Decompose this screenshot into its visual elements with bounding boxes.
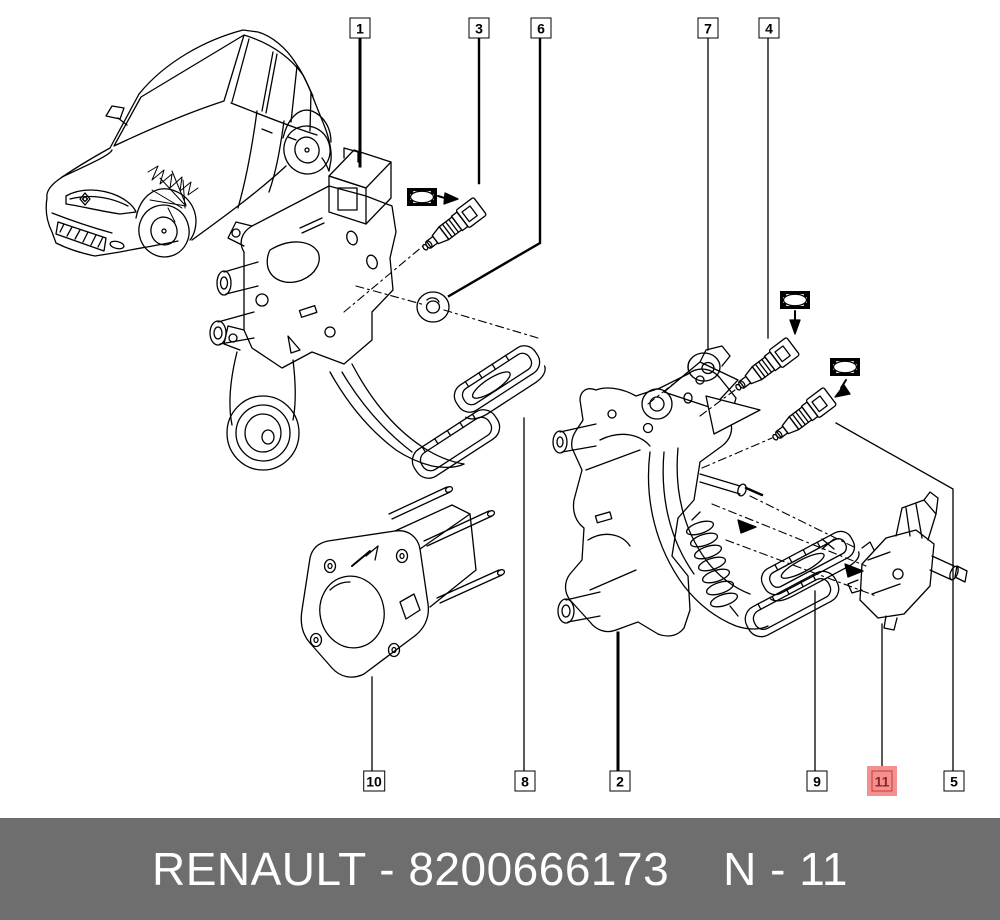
clip-icon-4 bbox=[779, 290, 811, 310]
clutch-switch-3 bbox=[416, 196, 488, 258]
clip-icon-5 bbox=[829, 357, 861, 377]
flange-part-10 bbox=[300, 486, 506, 678]
callout-7[interactable]: 7 bbox=[697, 17, 719, 39]
callout-3[interactable]: 3 bbox=[468, 17, 490, 39]
clutch-switch-5 bbox=[766, 386, 838, 448]
pedal-area-marker bbox=[147, 165, 199, 223]
vehicle-illustration bbox=[45, 29, 332, 258]
callout-10[interactable]: 10 bbox=[363, 770, 385, 792]
grommet-7 bbox=[687, 352, 721, 382]
footer-part-number: RENAULT - 8200666173 bbox=[151, 843, 670, 895]
callout-6[interactable]: 6 bbox=[530, 17, 552, 39]
clutch-pedal-assembly bbox=[209, 147, 546, 479]
callout-4[interactable]: 4 bbox=[758, 17, 780, 39]
callout-9[interactable]: 9 bbox=[806, 770, 828, 792]
callout-1[interactable]: 1 bbox=[349, 17, 371, 39]
leader-lines bbox=[358, 36, 954, 772]
brake-pedal-assembly bbox=[552, 336, 860, 638]
clip-icon-3 bbox=[406, 187, 438, 207]
footer-page-ref: N - 11 bbox=[723, 843, 849, 895]
callout-11[interactable]: 11 bbox=[871, 770, 893, 792]
callout-8[interactable]: 8 bbox=[514, 770, 536, 792]
switch-module-11 bbox=[847, 491, 968, 631]
footer-bar: RENAULT - 8200666173 N - 11 bbox=[0, 818, 1000, 920]
grommet-6 bbox=[416, 291, 450, 323]
pedal-pad-9 bbox=[760, 530, 860, 602]
direction-marks bbox=[737, 519, 864, 578]
axis-lines bbox=[343, 245, 877, 597]
callout-5[interactable]: 5 bbox=[943, 770, 965, 792]
pedal-spring bbox=[685, 511, 739, 617]
exploded-diagram bbox=[45, 29, 968, 772]
callout-2[interactable]: 2 bbox=[609, 770, 631, 792]
fastener-clips bbox=[406, 187, 861, 398]
brake-switch-4 bbox=[729, 336, 801, 398]
leader-line-6 bbox=[447, 36, 542, 298]
leader-line-5 bbox=[835, 422, 954, 771]
pedal-pad-8 bbox=[453, 345, 546, 420]
